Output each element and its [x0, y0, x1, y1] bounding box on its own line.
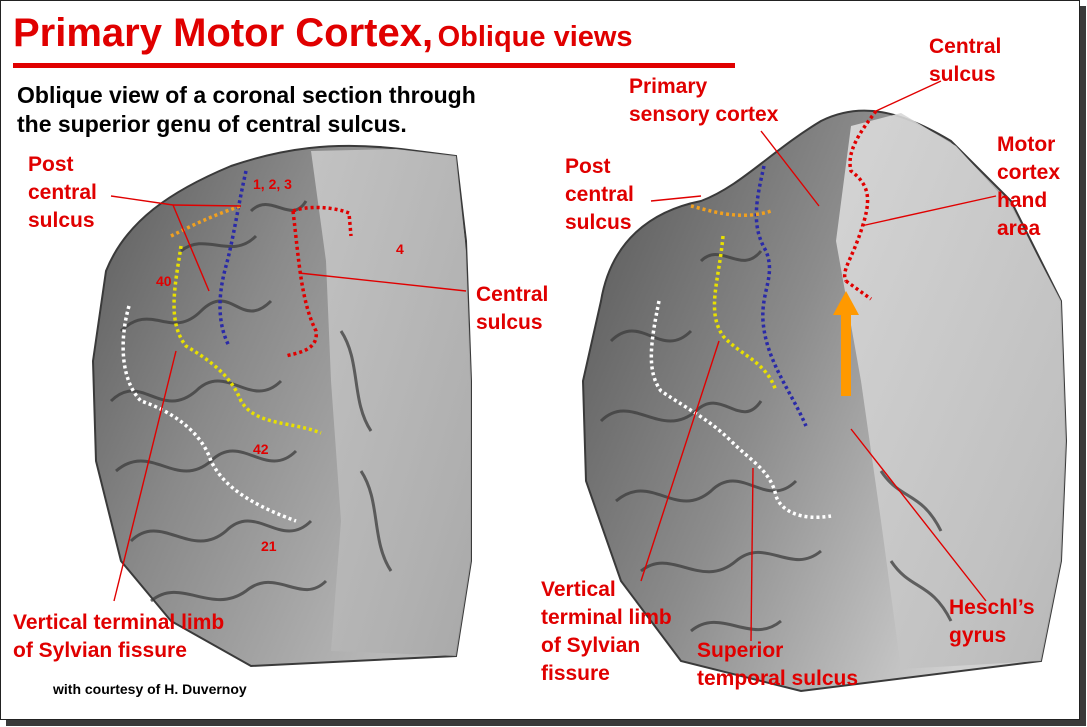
title-sub: Oblique views — [437, 21, 633, 53]
hand-area-arrow-head — [833, 291, 859, 315]
right-label-heschls-gyrus: Heschl’s gyrus — [949, 596, 1035, 647]
title-rule — [13, 63, 735, 68]
area-label-4: 4 — [396, 241, 404, 257]
image-credit: with courtesy of H. Duvernoy — [53, 681, 247, 697]
right-label-motor-cortex-hand-area: Motor cortex hand area — [997, 133, 1061, 240]
right-leader-lines — [640, 80, 997, 642]
left-view-caption: Oblique view of a coronal section throug… — [17, 82, 476, 137]
area-label-21: 21 — [261, 538, 277, 554]
right-label-superior-temporal-sulcus: Superior temporal sulcus — [697, 639, 859, 690]
left-label-post-central-sulcus: Post central sulcus — [28, 153, 97, 232]
area-label-40: 40 — [156, 273, 172, 289]
left-label-central-sulcus: Central sulcus — [476, 283, 549, 334]
left-brain-specimen — [91, 144, 472, 668]
right-label-primary-sensory-cortex: Primary sensory cortex — [629, 75, 779, 126]
right-label-central-sulcus: Central sulcus — [929, 35, 1002, 86]
title-main: Primary Motor Cortex, — [13, 11, 434, 55]
right-label-post-central-sulcus: Post central sulcus — [565, 155, 634, 234]
left-label-sylvian-fissure: Vertical terminal limb of Sylvian fissur… — [13, 611, 225, 662]
area-label-42: 42 — [253, 441, 269, 457]
right-brain-specimen — [581, 109, 1068, 693]
right-label-sylvian-fissure: Vertical terminal limb of Sylvian fissur… — [541, 578, 672, 685]
area-label-123: 1, 2, 3 — [253, 176, 292, 192]
page-title: Primary Motor Cortex, Oblique views — [13, 11, 633, 56]
left-leader-lines — [110, 195, 467, 602]
